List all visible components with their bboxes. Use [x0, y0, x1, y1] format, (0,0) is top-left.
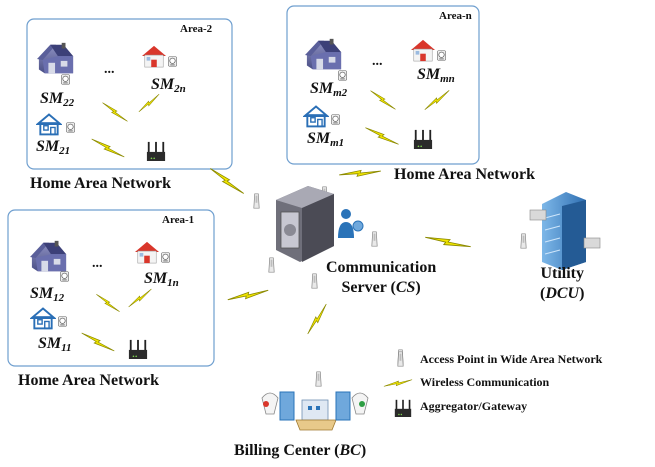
area-n-box	[286, 5, 480, 165]
access-point-icon	[371, 231, 378, 247]
wireless-link-icon	[93, 293, 123, 313]
smart-meter-label: SM22	[40, 90, 75, 109]
smart-meter-icon	[331, 114, 340, 125]
legend-aggregator-label: Aggregator/Gateway	[420, 399, 528, 413]
wireless-link-icon	[424, 232, 472, 252]
house-icon	[30, 240, 67, 272]
house-icon	[141, 45, 167, 68]
wireless-link-icon	[227, 279, 269, 311]
smart-meter-icon	[161, 252, 170, 263]
area-2-box	[26, 18, 233, 170]
house-outline-icon	[36, 113, 62, 136]
server-icon	[276, 186, 334, 262]
house-icon	[134, 241, 160, 264]
legend-access-point-icon	[397, 351, 404, 367]
utility-label: Utility (DCU)	[540, 265, 585, 302]
smart-meter-label: SM12	[30, 285, 65, 304]
communication-server-label: Communication Server (CS)	[326, 259, 437, 296]
smart-meter-icon	[58, 316, 67, 327]
area-1-box	[7, 209, 215, 367]
ellipsis: ...	[104, 62, 115, 77]
smart-meter-label: SM11	[38, 335, 72, 354]
smart-meter-icon	[61, 74, 70, 85]
access-point-icon	[520, 233, 527, 249]
smart-meter-icon	[338, 70, 347, 81]
operator-icon	[338, 209, 364, 238]
ellipsis: ...	[372, 54, 383, 69]
home-area-network-label: Home Area Network	[394, 166, 535, 183]
access-point-icon	[268, 257, 275, 273]
wireless-link-icon	[99, 102, 131, 122]
house-icon	[305, 38, 342, 70]
house-outline-icon	[30, 307, 56, 330]
smart-meter-label: SM1n	[144, 270, 179, 289]
wireless-link-icon	[79, 332, 117, 352]
smart-meter-label: SMm2	[310, 80, 348, 99]
house-outline-icon	[303, 105, 329, 128]
smart-meter-icon	[60, 271, 69, 282]
smart-meter-label: SMmn	[417, 66, 455, 85]
legend-wireless-icon	[383, 372, 413, 394]
router-icon	[128, 338, 148, 360]
legend-wireless-label: Wireless Communication	[420, 375, 550, 389]
ellipsis: ...	[92, 256, 103, 271]
legend-access-point-label: Access Point in Wide Area Network	[420, 352, 603, 366]
billing-center-label: Billing Center (BC)	[234, 442, 367, 459]
wireless-link-icon	[363, 127, 401, 145]
billing-center-icon	[261, 391, 369, 431]
legend-router-icon	[394, 398, 412, 418]
access-point-icon	[253, 193, 260, 209]
smart-meter-label: SMm1	[307, 130, 345, 149]
smart-meter-label: SM2n	[151, 76, 186, 95]
utility-building-icon	[529, 192, 601, 270]
house-icon	[410, 39, 436, 62]
area-label: Area-1	[162, 214, 195, 226]
wireless-link-icon	[367, 90, 399, 110]
smart-meter-icon	[437, 50, 446, 61]
house-icon	[37, 42, 74, 74]
wireless-link-icon	[89, 138, 127, 158]
area-label: Area-2	[180, 23, 213, 35]
smart-meter-label: SM21	[36, 138, 71, 157]
wireless-link-icon	[424, 84, 450, 116]
home-area-network-label: Home Area Network	[30, 175, 171, 192]
home-area-network-label: Home Area Network	[18, 372, 159, 389]
router-icon	[413, 128, 433, 150]
area-label: Area-n	[439, 10, 472, 22]
access-point-icon	[315, 371, 322, 387]
wireless-link-icon	[307, 300, 327, 338]
access-point-icon	[311, 273, 318, 289]
router-icon	[146, 140, 166, 162]
smart-meter-icon	[168, 56, 177, 67]
wireless-link-icon	[205, 168, 249, 194]
smart-meter-icon	[66, 122, 75, 133]
